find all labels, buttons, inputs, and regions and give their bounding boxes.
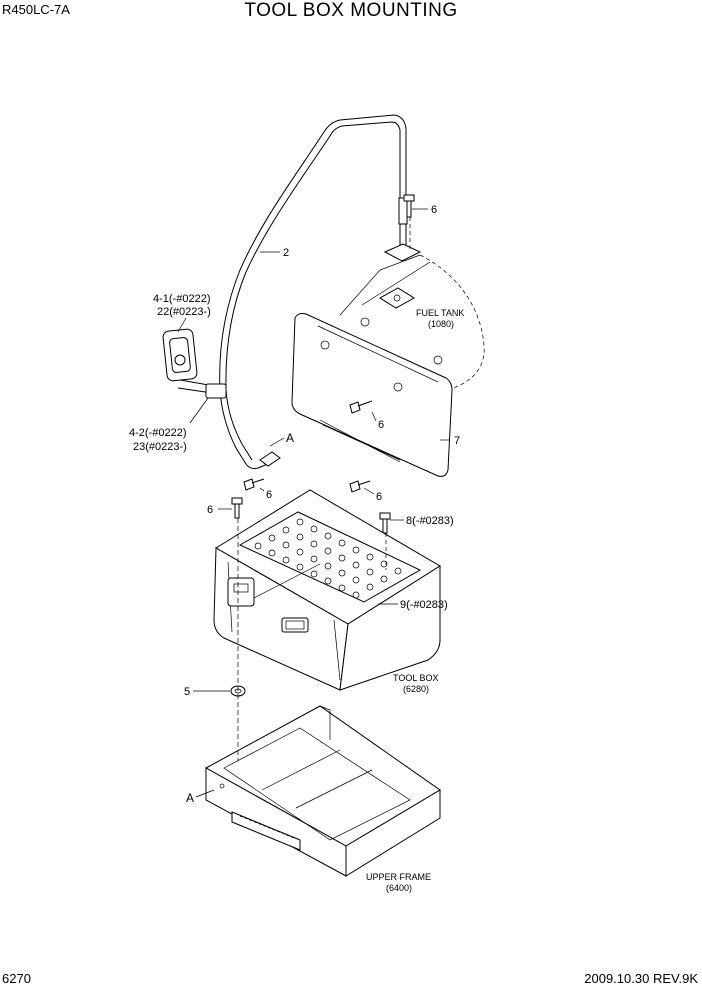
bolt-toolbox-right xyxy=(379,512,391,534)
model-number: R450LC-7A xyxy=(2,2,70,17)
ref-tool-box: TOOL BOX xyxy=(393,673,439,683)
bolt-cover xyxy=(349,400,373,414)
callout-8: 8(-#0283) xyxy=(406,515,454,527)
callout-6-bracket: 6 xyxy=(266,489,272,501)
bolt-top xyxy=(403,194,415,218)
callout-23: 23(#0223-) xyxy=(133,441,187,453)
ref-fuel-tank-page: (1080) xyxy=(428,319,454,329)
fuel-tank-drawing xyxy=(339,254,485,393)
callout-4-2: 4-2(-#0222) xyxy=(129,427,186,439)
callout-5: 5 xyxy=(184,686,190,698)
assembly-center-lines xyxy=(237,217,411,760)
cover-7 xyxy=(291,313,453,477)
callout-labels: 6 2 4-1(-#0222) 22(#0223-) 4-2(-#0222) 2… xyxy=(129,204,460,805)
callout-a-top: A xyxy=(286,431,294,445)
ref-tool-box-page: (6280) xyxy=(403,684,429,694)
callout-6-cover: 6 xyxy=(378,419,384,431)
upper-frame-drawing xyxy=(204,705,441,877)
lid-holes xyxy=(254,518,402,599)
callout-9: 9(-#0283) xyxy=(400,599,448,611)
callout-6-cover-lower: 6 xyxy=(376,491,382,503)
ref-upper-frame-page: (6400) xyxy=(386,883,412,893)
revision-info: 2009.10.30 REV.9K xyxy=(584,971,698,986)
ref-upper-frame: UPPER FRAME xyxy=(366,872,431,882)
bolt-cover-lower xyxy=(349,480,371,493)
callout-22: 22(#0223-) xyxy=(157,306,211,318)
callout-6-top: 6 xyxy=(431,204,437,216)
ref-fuel-tank: FUEL TANK xyxy=(416,308,464,318)
callout-4-1: 4-1(-#0222) xyxy=(153,293,210,305)
tool-box-drawing xyxy=(213,489,441,691)
callout-2: 2 xyxy=(283,247,289,259)
page-number: 6270 xyxy=(2,971,31,986)
callout-a-bottom: A xyxy=(186,791,194,805)
pipe-bracket-2 xyxy=(171,114,422,469)
mirror-head xyxy=(162,328,198,382)
bolt-toolbox-left xyxy=(231,497,243,519)
leader-lines xyxy=(177,208,450,798)
bolt-bracket xyxy=(243,478,265,491)
callout-6-toolbox: 6 xyxy=(207,504,213,516)
reference-labels: FUEL TANK (1080) TOOL BOX (6280) UPPER F… xyxy=(366,308,464,893)
callout-7: 7 xyxy=(454,435,460,447)
page-title: TOOL BOX MOUNTING xyxy=(244,0,458,21)
